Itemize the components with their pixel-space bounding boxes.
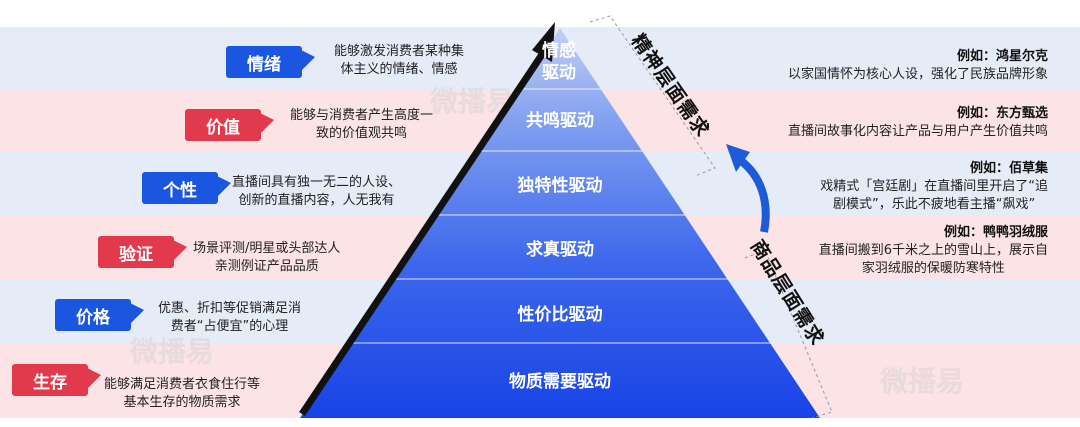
watermark-3: 微播易 bbox=[880, 365, 965, 398]
desc-survival: 能够满足消费者衣食住行等基本生存的物质需求 bbox=[104, 377, 261, 410]
level-truth-drive: 求真驱动 bbox=[526, 240, 594, 260]
desc-personality: 直播间具有独一无二的人设、创新的直播内容，人无我有 bbox=[232, 175, 402, 208]
pyramid-body bbox=[300, 28, 820, 418]
tag-emotion: 情绪 bbox=[226, 46, 315, 78]
level-resonance-drive: 共鸣驱动 bbox=[526, 111, 594, 131]
desc-price: 优惠、折扣等促销满足消费者“占便宜”的心理 bbox=[158, 301, 302, 334]
tag-value: 价值 bbox=[185, 109, 274, 141]
tier-separators bbox=[349, 88, 771, 344]
level-material-drive: 物质需要驱动 bbox=[509, 372, 611, 392]
watermark-2: 微播易 bbox=[130, 335, 215, 368]
desc-verification: 场景评测/明星或头部达人亲测例证产品品质 bbox=[193, 241, 341, 274]
example-yayayurongfu: 例如：鸭鸭羽绒服 直播间搬到6千米之上的雪山上，展示自 家羽绒服的保暖防寒特性 bbox=[818, 225, 1048, 276]
example-hongxingerke: 例如：鸿星尔克 以家国情怀为核心人设，强化了民族品牌形象 bbox=[787, 49, 1048, 82]
tag-price: 价格 bbox=[55, 299, 144, 331]
curved-arrow bbox=[726, 144, 770, 233]
example-dongfangzhenxuan: 例如：东方甄选 直播间故事化内容让产品与用户产生价值共鸣 bbox=[787, 106, 1048, 139]
desc-value: 能够与消费者产生高度一致的价值观共鸣 bbox=[290, 108, 434, 141]
level-uniqueness-drive: 独特性驱动 bbox=[517, 176, 603, 196]
level-emotion-drive: 情感驱动 bbox=[542, 41, 576, 83]
dashed-brackets bbox=[589, 15, 833, 419]
tag-survival: 生存 bbox=[12, 364, 101, 396]
desc-emotion: 能够激发消费者某种集体主义的情绪、情感 bbox=[334, 44, 465, 77]
tag-personality: 个性 bbox=[142, 172, 231, 204]
left-edge-arrow bbox=[299, 22, 555, 416]
tag-verification: 验证 bbox=[98, 236, 187, 268]
example-baicaoji: 例如：佰草集 戏精式「宫廷剧」在直播间里开启了“追 剧模式”，乐此不疲地看主播“… bbox=[820, 161, 1048, 212]
level-value-for-money-drive: 性价比驱动 bbox=[517, 305, 603, 325]
